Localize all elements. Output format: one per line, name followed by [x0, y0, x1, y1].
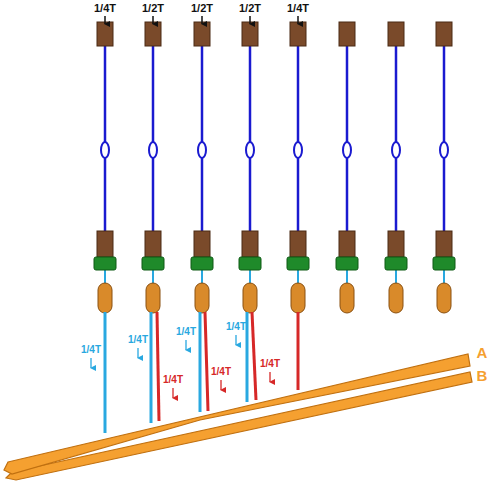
turn-label: 1/4T [211, 367, 231, 377]
capsule [98, 283, 112, 313]
capsule [389, 283, 403, 313]
clamp [239, 257, 261, 270]
tuning-peg [145, 22, 161, 46]
turn-label: 1/4T [94, 3, 116, 14]
string-wire [395, 46, 398, 232]
string-loop [149, 142, 157, 158]
string-wire [104, 46, 107, 232]
connector-wire [297, 270, 299, 284]
clamp [94, 257, 116, 270]
tuning-peg [242, 22, 258, 46]
connector-wire [443, 270, 445, 284]
capsule [340, 283, 354, 313]
anchor-block [145, 231, 161, 257]
connector-wire [249, 270, 251, 284]
tuning-peg [194, 22, 210, 46]
capsule [195, 283, 209, 313]
turn-label: 1/4T [226, 322, 246, 332]
string-loop [440, 142, 448, 158]
turn-label: 1/2T [142, 3, 164, 14]
anchor-block [194, 231, 210, 257]
clamp [142, 257, 164, 270]
string-loop [294, 142, 302, 158]
clamp [385, 257, 407, 270]
slat-a [4, 354, 470, 474]
top-arrows [105, 16, 298, 24]
connector-wire [104, 270, 106, 284]
turn-label: 1/4T [176, 327, 196, 337]
tuning-peg [97, 22, 113, 46]
clamp [287, 257, 309, 270]
string-wire [443, 46, 446, 232]
anchor-block [97, 231, 113, 257]
capsule [243, 283, 257, 313]
string-loop [343, 142, 351, 158]
string-wire [346, 46, 349, 232]
clamp [191, 257, 213, 270]
string-loop [392, 142, 400, 158]
part-letter: A [477, 345, 488, 360]
capsule [291, 283, 305, 313]
connector-wire [201, 270, 203, 284]
string-wire [297, 46, 300, 232]
anchor-block [290, 231, 306, 257]
string-loop [198, 142, 206, 158]
part-letter: B [477, 368, 488, 383]
tuning-peg [388, 22, 404, 46]
tuning-peg [436, 22, 452, 46]
string-loop [101, 142, 109, 158]
connector-wire [395, 270, 397, 284]
tuning-peg [339, 22, 355, 46]
string-wire [249, 46, 252, 232]
anchor-block [339, 231, 355, 257]
turn-label: 1/2T [239, 3, 261, 14]
slat-b [6, 372, 472, 480]
turn-label: 1/2T [191, 3, 213, 14]
turn-label: 1/4T [163, 375, 183, 385]
anchor-block [436, 231, 452, 257]
capsule [437, 283, 451, 313]
string-wire [152, 46, 155, 232]
turn-label: 1/4T [81, 345, 101, 355]
turn-label: 1/4T [260, 359, 280, 369]
tuning-peg [290, 22, 306, 46]
connector-wire [152, 270, 154, 284]
string-wire [201, 46, 204, 232]
capsule [146, 283, 160, 313]
clamp [433, 257, 455, 270]
tension-lines [105, 312, 298, 433]
turn-label: 1/4T [128, 335, 148, 345]
string-loop [246, 142, 254, 158]
anchor-block [388, 231, 404, 257]
connector-wire [346, 270, 348, 284]
clamp [336, 257, 358, 270]
turn-label: 1/4T [287, 3, 309, 14]
string-columns [94, 22, 455, 313]
anchor-block [242, 231, 258, 257]
label-arrows [91, 335, 270, 398]
